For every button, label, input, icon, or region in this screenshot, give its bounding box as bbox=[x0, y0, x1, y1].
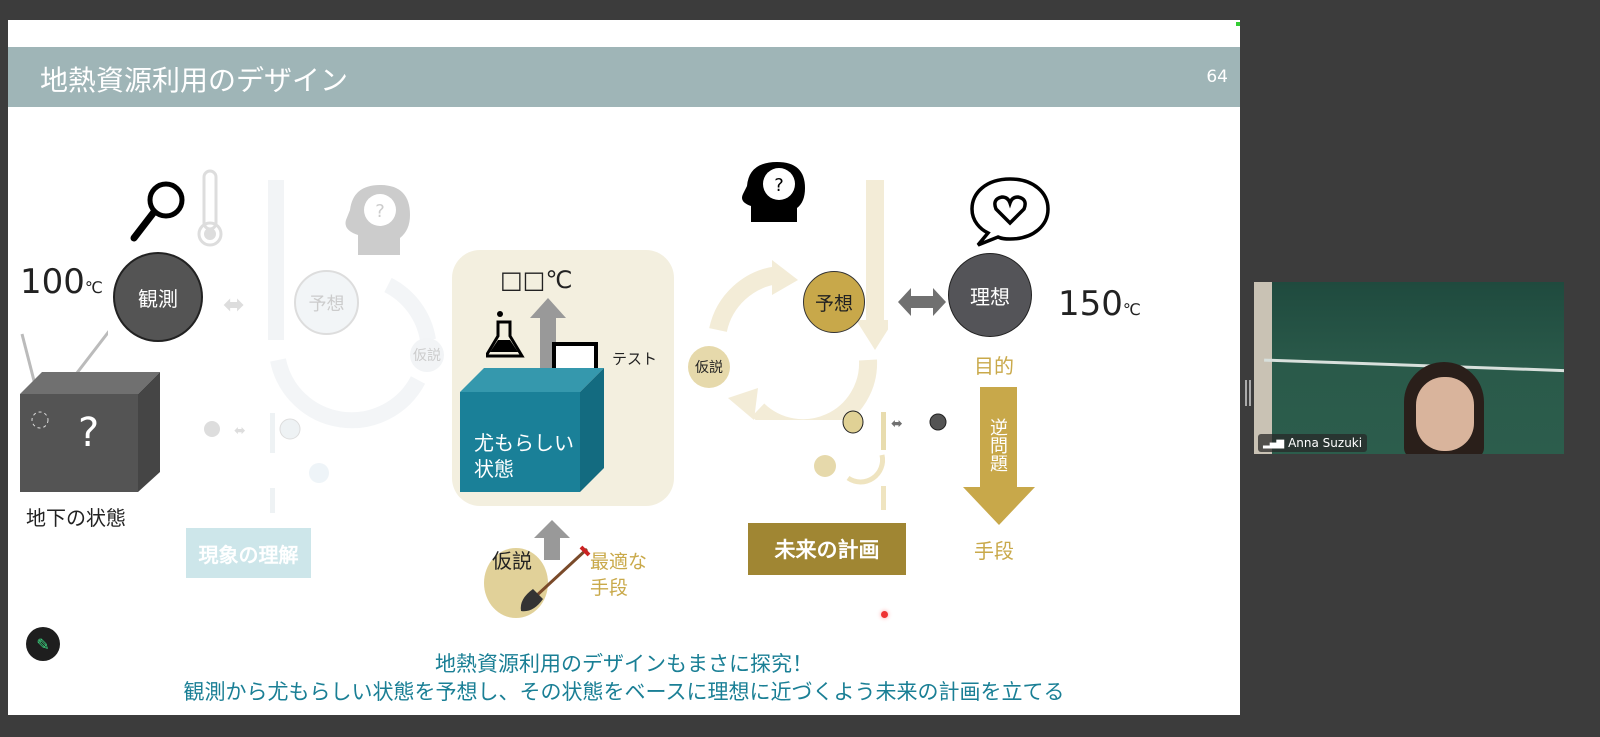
annotate-button[interactable]: ✎ bbox=[26, 627, 60, 661]
underground-box bbox=[20, 372, 160, 492]
optimal-means-label: 最適な 手段 bbox=[590, 551, 648, 599]
double-arrow-icon bbox=[898, 288, 946, 316]
ideal-node: 理想 bbox=[948, 253, 1032, 337]
head-question-icon: ? bbox=[742, 162, 805, 222]
means-label: 手段 bbox=[974, 539, 1014, 563]
test-label: テスト bbox=[612, 350, 658, 368]
slide-title: 地熱資源利用のデザイン bbox=[40, 64, 349, 97]
participant-video[interactable]: ▂▄▆ Anna Suzuki bbox=[1254, 282, 1564, 454]
plausible-state-label: 尤もらしい 状態 bbox=[474, 431, 574, 481]
footer-line-2: 観測から尤もらしい状態を予想し、その状態をベースに理想に近づくよう未来の計画を立… bbox=[183, 680, 1065, 704]
footer-line-1: 地熱資源利用のデザインもまさに探究！ bbox=[435, 652, 813, 676]
purpose-label: 目的 bbox=[974, 354, 1014, 378]
plausible-state-box bbox=[460, 368, 604, 492]
shared-slide: 地熱資源利用のデザイン 64 100℃ 観測 ? 地下の状態 ⬌ ? 予想 仮説… bbox=[8, 20, 1240, 715]
participant-face bbox=[1416, 377, 1474, 451]
magnifier-icon bbox=[130, 181, 185, 242]
gold-cycle-arrows bbox=[709, 180, 888, 420]
unknown-mark: ? bbox=[78, 410, 100, 456]
mini-cycle: ⬌ bbox=[814, 410, 947, 510]
up-arrow-icon bbox=[530, 298, 566, 368]
hypothesis-faded-node: 仮説 bbox=[410, 338, 444, 372]
inverse-problem-arrow bbox=[963, 387, 1035, 525]
svg-text:⬌: ⬌ bbox=[891, 416, 903, 432]
predict-faded-node: 予想 bbox=[294, 270, 359, 335]
flask-icon bbox=[486, 311, 525, 358]
panel-resize-handle[interactable] bbox=[1245, 380, 1251, 406]
inverse-problem-label: 逆問題 bbox=[987, 418, 1008, 472]
hypothesis-node: 仮説 bbox=[688, 346, 730, 388]
ideal-temperature: 150℃ bbox=[1058, 284, 1141, 324]
faded-mini-cycle: ⬌ bbox=[204, 413, 329, 513]
faded-down-arrow bbox=[268, 180, 284, 340]
hypothesis-label: 仮説 bbox=[492, 549, 532, 573]
svg-text:?: ? bbox=[375, 201, 385, 222]
head-question-faded-icon: ? bbox=[345, 185, 410, 255]
signal-icon: ▂▄▆ bbox=[1263, 437, 1284, 449]
slide-page-number: 64 bbox=[1206, 67, 1228, 87]
participant-name: Anna Suzuki bbox=[1288, 436, 1363, 450]
participant-name-tag: ▂▄▆ Anna Suzuki bbox=[1258, 434, 1368, 452]
future-plan-label: 未来の計画 bbox=[748, 523, 906, 575]
wall bbox=[1254, 282, 1272, 454]
thermometer-icon bbox=[197, 169, 223, 247]
share-indicator bbox=[1236, 22, 1240, 26]
predict-node: 予想 bbox=[803, 271, 865, 333]
up-arrow-icon bbox=[534, 520, 570, 560]
heart-speech-icon bbox=[970, 177, 1050, 247]
slide-title-bar: 地熱資源利用のデザイン 64 bbox=[8, 47, 1240, 107]
underground-caption: 地下の状態 bbox=[26, 506, 126, 530]
svg-text:⬌: ⬌ bbox=[234, 423, 246, 439]
svg-text:?: ? bbox=[774, 175, 784, 196]
hypothesis-node bbox=[484, 548, 548, 618]
laser-pointer bbox=[881, 611, 888, 618]
shovel-icon bbox=[520, 545, 591, 612]
understanding-label: 現象の理解 bbox=[186, 528, 311, 578]
observed-temperature: 100℃ bbox=[20, 262, 103, 302]
double-arrow-faded-icon: ⬌ bbox=[223, 290, 245, 320]
observe-node: 観測 bbox=[113, 252, 203, 342]
pencil-icon: ✎ bbox=[36, 634, 50, 654]
unknown-temperature: □□℃ bbox=[500, 266, 573, 294]
board-edge bbox=[1264, 358, 1564, 373]
faded-cycle-arrows bbox=[270, 277, 436, 429]
